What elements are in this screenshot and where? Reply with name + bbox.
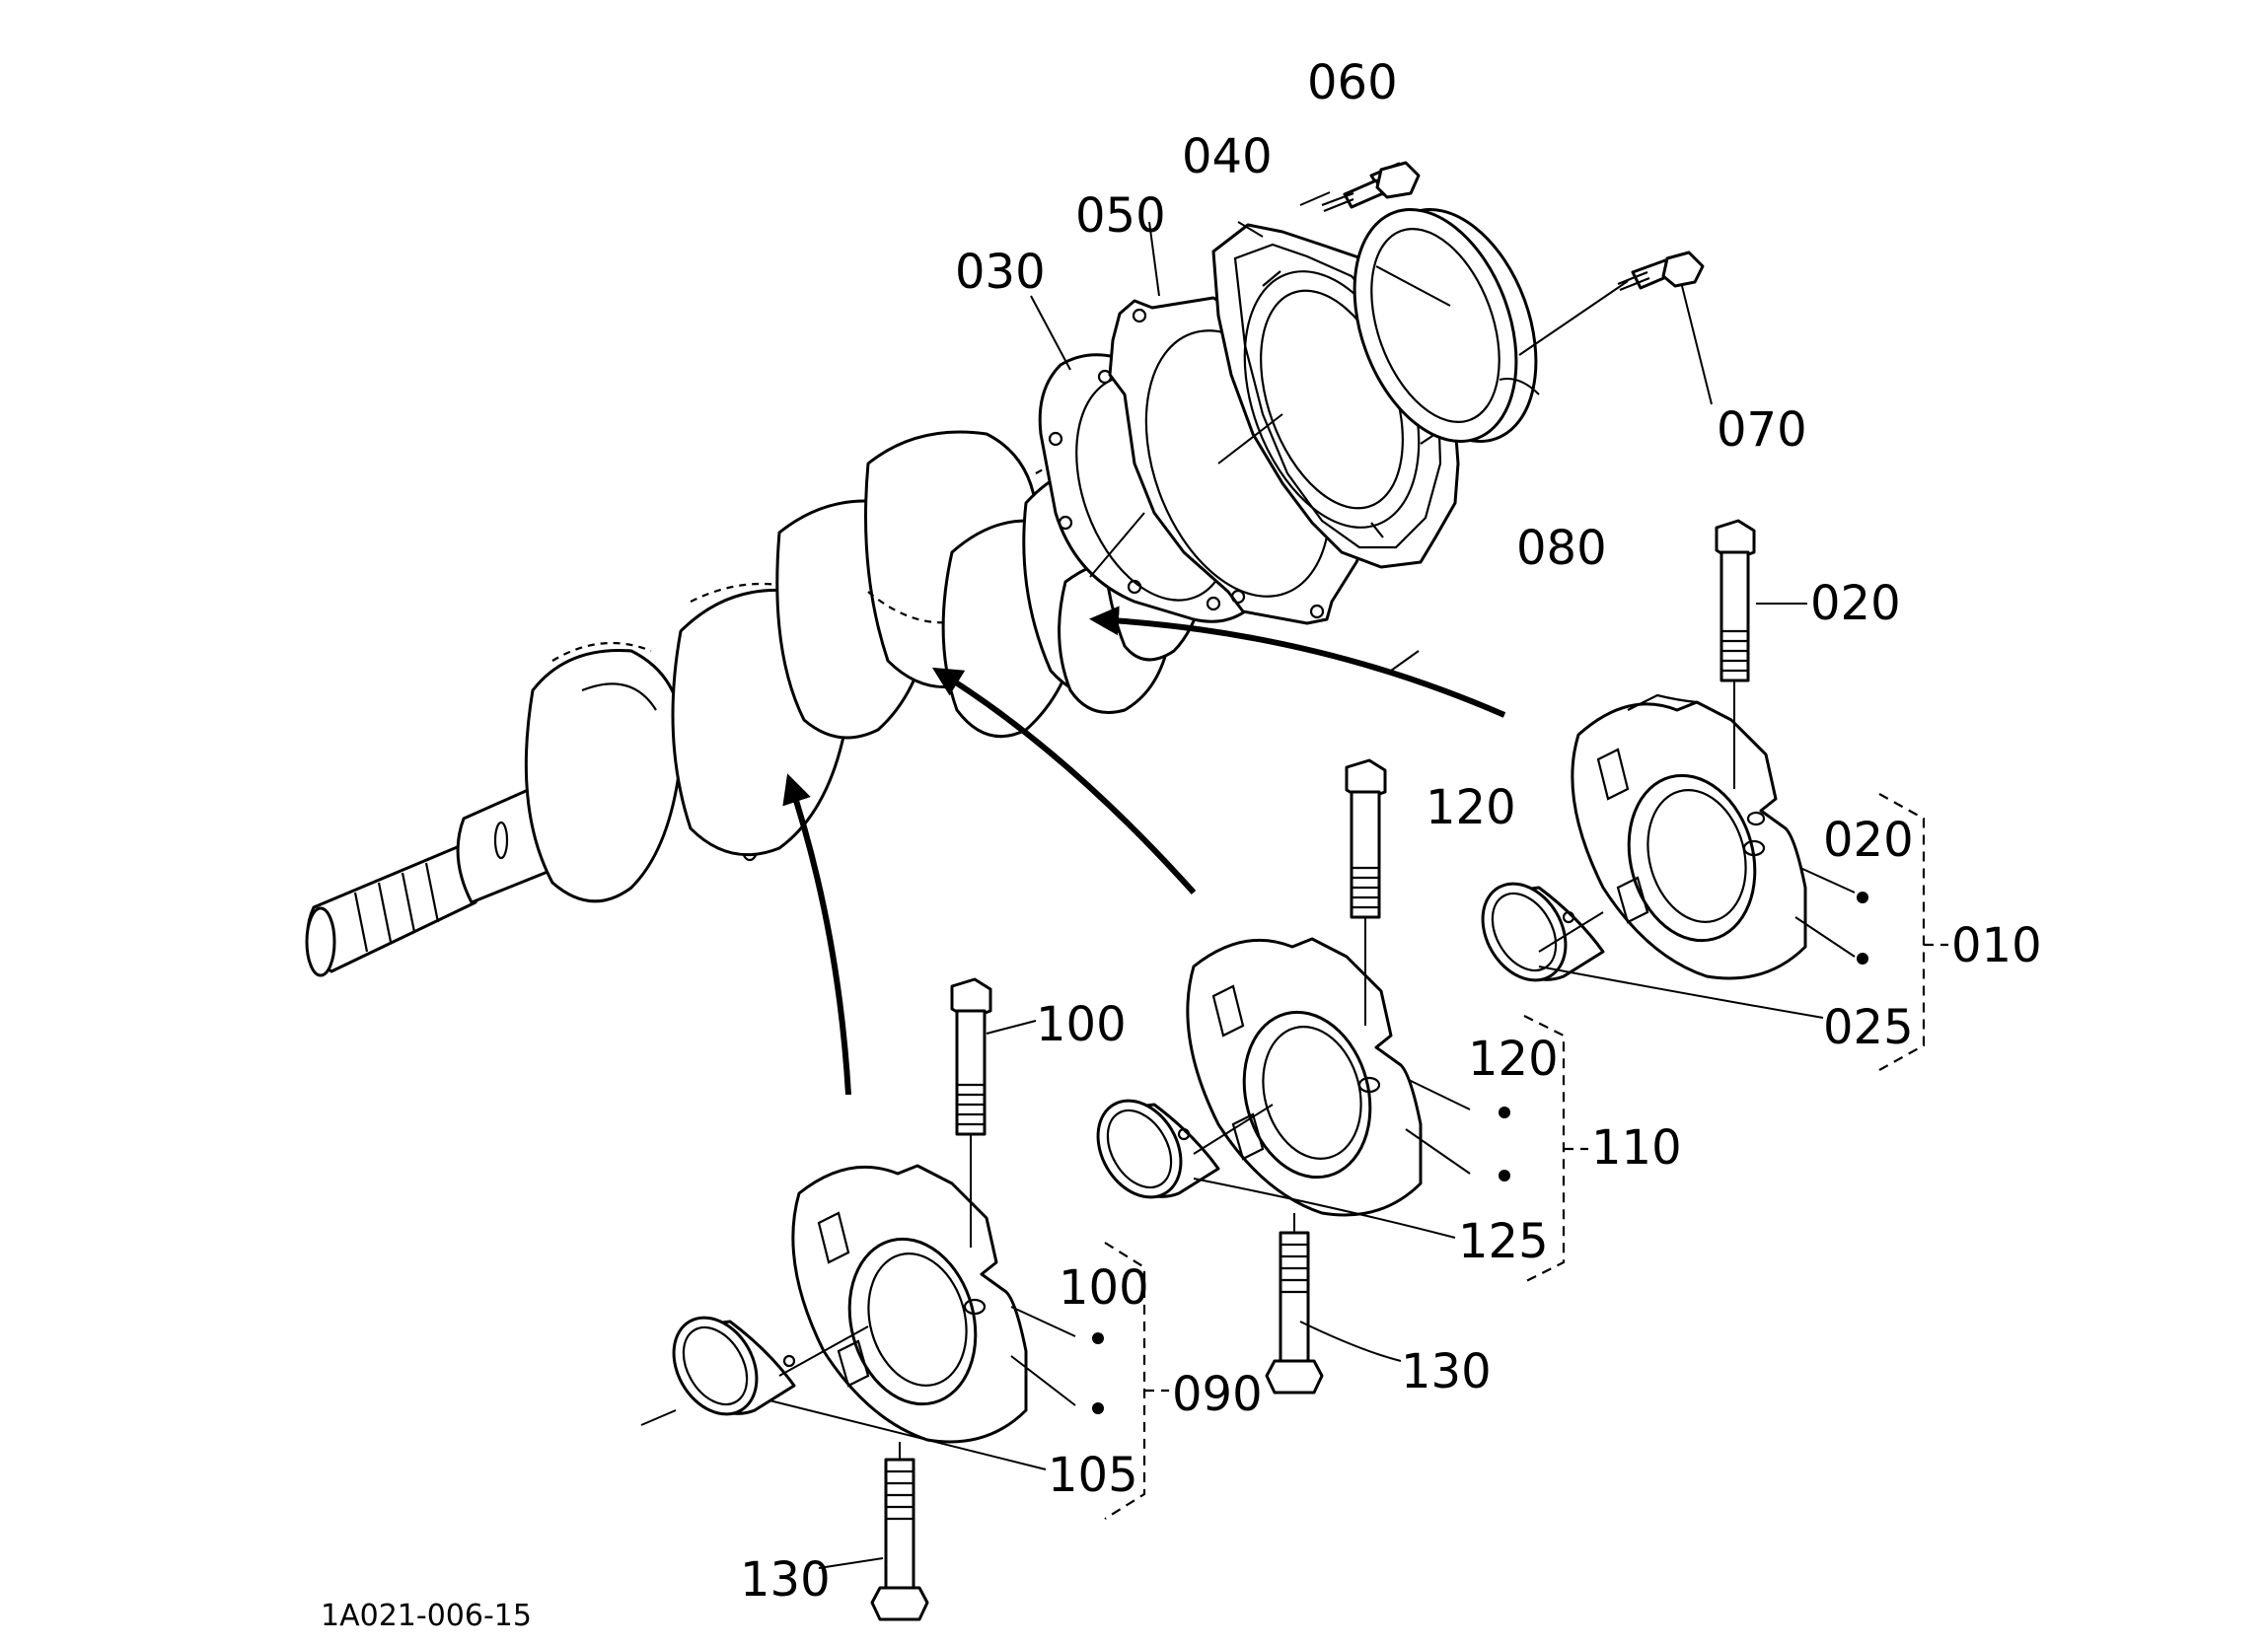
callout-080: 080: [1516, 521, 1607, 576]
drawing-code: 1A021-006-15: [321, 1599, 532, 1633]
bolt-020: [1715, 519, 1756, 789]
bolt-120-upper: [1345, 758, 1387, 1026]
callout-050: 050: [1075, 188, 1166, 244]
leader-lines: [640, 191, 1856, 1569]
bolt-130-lower: [870, 1442, 929, 1621]
callout-130-low: 130: [740, 1552, 831, 1608]
bolt-070: [1617, 250, 1705, 292]
callout-090: 090: [1172, 1367, 1263, 1422]
callout-100-set: 100: [1059, 1260, 1149, 1316]
callout-030: 030: [955, 245, 1046, 300]
callout-025: 025: [1823, 1000, 1914, 1055]
assembly-arrows: [782, 606, 1506, 1096]
callout-105: 105: [1048, 1448, 1138, 1503]
oil-seal-080: [1353, 208, 1538, 443]
callout-010: 010: [1951, 918, 2042, 973]
bolt-100: [950, 977, 992, 1248]
callout-040: 040: [1182, 129, 1273, 184]
bearing-shell-105: [672, 1316, 796, 1416]
callout-020-bolt: 020: [1810, 576, 1901, 631]
callout-labels: 060 040 050 030 070 080 020 120 020 010 …: [321, 55, 2042, 1633]
bolt-130-middle: [1265, 1213, 1324, 1395]
callout-020-set: 020: [1823, 813, 1914, 868]
bearing-case-090: [791, 1164, 1028, 1444]
assembly-brackets: [1104, 793, 1948, 1520]
callout-070: 070: [1717, 402, 1807, 458]
bolt-060: [1321, 161, 1421, 213]
callout-125: 125: [1458, 1214, 1549, 1269]
reference-dots: [1092, 892, 1868, 1414]
callout-100-bolt: 100: [1036, 997, 1127, 1052]
callout-060: 060: [1307, 55, 1398, 110]
callout-110: 110: [1591, 1120, 1682, 1176]
bearing-shell-025: [1481, 882, 1605, 982]
callout-120-set: 120: [1468, 1032, 1559, 1087]
callout-120-bolt: 120: [1426, 780, 1516, 835]
bearing-case-110: [1186, 937, 1423, 1217]
bearing-shell-125: [1096, 1099, 1220, 1199]
callout-130-mid: 130: [1401, 1344, 1492, 1399]
bearing-case-010: [1571, 693, 1807, 980]
